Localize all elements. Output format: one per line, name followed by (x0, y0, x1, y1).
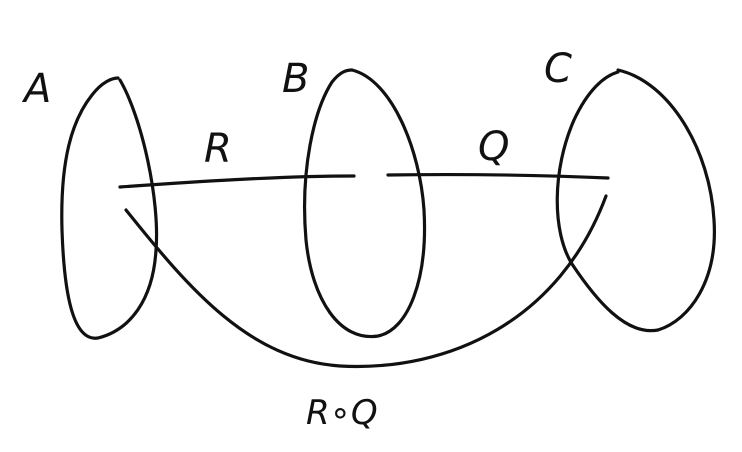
set-c-ellipse (555, 68, 716, 333)
composition-arc (124, 194, 608, 369)
set-c-label: C (544, 46, 572, 92)
set-b-ellipse (302, 68, 427, 339)
set-a-label: A (21, 66, 51, 112)
set-b-label: B (282, 56, 309, 102)
composition-label: R∘Q (306, 393, 378, 433)
set-a-ellipse (60, 76, 159, 340)
relation-r-line (118, 174, 356, 189)
relation-q-label: Q (478, 124, 509, 170)
relation-r-label: R (204, 126, 232, 172)
relation-q-line (386, 173, 610, 180)
